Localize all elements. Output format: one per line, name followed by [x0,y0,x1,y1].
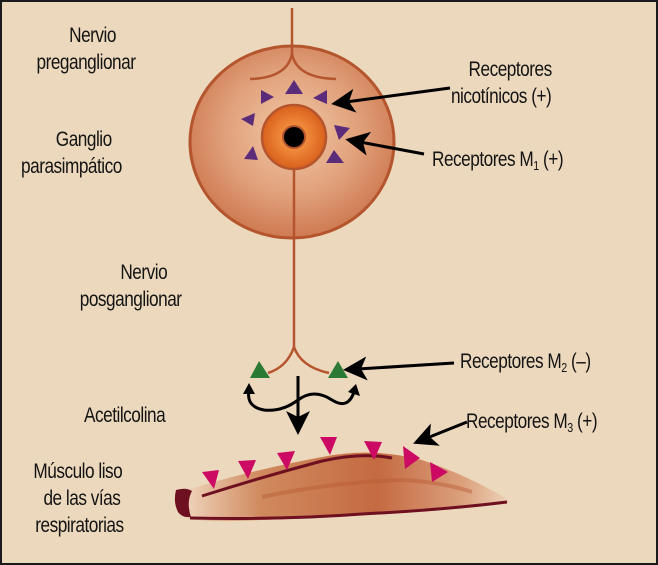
acetylcholine-feedback-arrow [247,389,356,412]
muscle-bottom-edge [189,500,508,520]
label-text: (+) [538,148,564,171]
label-line: Receptores [468,58,553,81]
label-line: preganglionar [36,51,136,74]
pointer-m3 [413,420,468,446]
receptor-m2-right [328,361,348,378]
label-subscript: 3 [567,420,573,435]
label-receptores-m2: Receptores M2 (–) [460,348,591,375]
receptor-m3 [430,462,448,482]
receptor-m1 [244,146,258,160]
label-ganglio-parasimpatico: Ganglio parasimpático [21,126,122,180]
label-line: Nervio [120,261,168,284]
label-nervio-posganglionar: Nervio posganglionar [80,259,182,313]
nicotinic-m1-receptors [241,80,350,163]
label-subscript: 1 [533,158,539,173]
nucleus [282,125,306,149]
label-receptores-nicotinicos: Receptores nicotínicos (+) [451,56,553,110]
postganglionic-nerve-terminal [267,343,330,375]
receptor-m3 [277,451,295,470]
muscle-body [177,452,512,522]
label-text: (+) [572,410,598,433]
label-musculo-liso: Músculo liso de las vías respiratorias [32,458,124,539]
label-line: parasimpático [21,155,122,178]
arrowhead-left [243,383,255,394]
label-line: Ganglio [55,128,112,151]
receptor-m1 [334,125,350,140]
muscle-striation [261,477,473,499]
label-text: Receptores M [432,148,534,171]
label-acetilcolina: Acetilcolina [84,404,166,427]
airway-smooth-muscle [174,452,512,522]
m3-receptors [202,437,448,489]
receptor-m1 [241,113,255,126]
label-subscript: 2 [561,360,567,375]
muscle-top-edge [201,454,393,498]
receptor-nicotinic [261,90,274,104]
receptor-m3 [238,460,256,479]
muscle-left-edge [174,488,192,518]
pointer-nicotinic [331,86,451,113]
label-receptores-m3: Receptores M3 (+) [466,408,598,435]
receptor-nicotinic [313,90,327,104]
receptor-m3 [364,441,382,460]
receptor-m3 [320,437,337,455]
receptor-m1 [326,150,344,163]
pointer-m1 [345,131,425,156]
label-text: Receptores M [466,410,568,433]
label-line: de las vías [43,487,121,510]
label-text: (–) [566,350,591,373]
receptor-m3 [403,446,420,469]
label-receptores-m1: Receptores M1 (+) [432,146,564,173]
receptor-m2-left [250,361,270,378]
pointer-m2 [343,356,455,381]
arrowhead-right [348,384,360,396]
label-text: Receptores M [460,350,562,373]
receptor-m3 [202,470,219,489]
label-nervio-preganglionar: Nervio preganglionar [37,22,136,76]
label-line: nicotínicos (+) [450,85,552,108]
label-line: Nervio [69,24,116,47]
label-line: Músculo liso [33,460,123,483]
label-line: respiratorias [35,514,124,537]
label-line: posganglionar [79,288,182,311]
receptor-nicotinic [285,80,303,94]
